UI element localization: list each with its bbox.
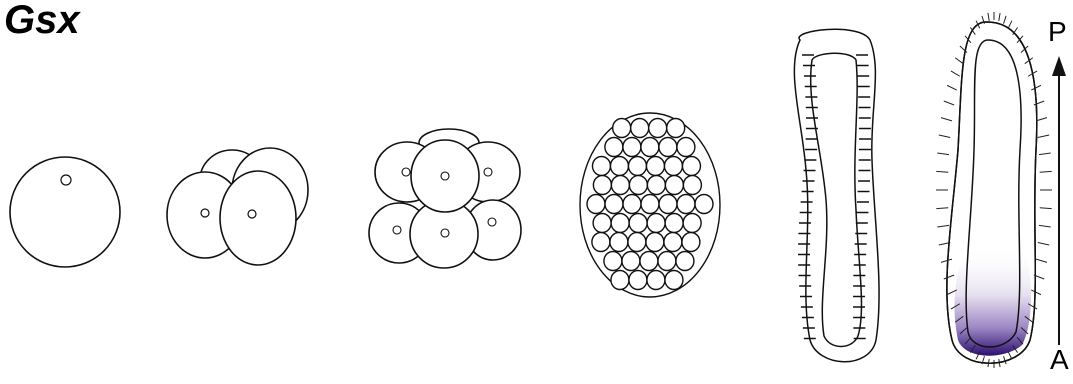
blastomere <box>629 176 647 195</box>
blastomere <box>676 252 694 271</box>
cilium <box>939 135 950 137</box>
blastomere <box>683 214 701 233</box>
cilium <box>1038 135 1049 137</box>
cilium <box>936 171 948 172</box>
cilium <box>1038 243 1049 245</box>
blastomere <box>611 176 629 195</box>
zygote-stage <box>10 157 120 267</box>
blastomere <box>665 176 683 195</box>
blastomere <box>628 157 646 176</box>
blastomere <box>593 176 611 195</box>
cilium <box>1040 208 1052 209</box>
cilium <box>1004 16 1006 24</box>
cilium <box>1036 259 1047 262</box>
cilium <box>1039 225 1051 227</box>
blastomere <box>622 252 640 271</box>
anterior-label: A <box>1050 344 1069 376</box>
blastomere <box>683 176 701 195</box>
blastomere <box>664 157 682 176</box>
cilium <box>944 101 954 105</box>
blastomere <box>623 195 641 214</box>
blastomere <box>611 214 629 233</box>
blastomere <box>592 233 610 252</box>
blastomere <box>610 233 628 252</box>
cilium <box>1039 153 1051 155</box>
blastomere <box>646 233 664 252</box>
blastomere <box>631 119 649 138</box>
blastomere <box>682 233 700 252</box>
blastomere <box>593 214 611 233</box>
eight-cell-stage <box>369 129 521 268</box>
blastomere <box>641 195 659 214</box>
blastomere <box>605 195 623 214</box>
blastomere <box>613 119 631 138</box>
blastomere <box>641 138 659 157</box>
cilium <box>947 85 957 90</box>
blastomere <box>623 138 641 157</box>
blastomere <box>629 214 647 233</box>
gastrula-stage <box>794 29 879 361</box>
blastomere <box>665 271 683 290</box>
blastomere <box>611 271 629 290</box>
blastomere <box>682 157 700 176</box>
ap-axis-arrow <box>1052 56 1066 345</box>
cilium <box>988 13 989 21</box>
blastomere <box>677 195 695 214</box>
cilium <box>937 153 949 155</box>
cilium <box>1008 21 1012 29</box>
blastomere <box>640 252 658 271</box>
blastomere <box>658 252 676 271</box>
blastomere <box>646 157 664 176</box>
blastomere <box>647 214 665 233</box>
blastomere <box>649 119 667 138</box>
blastomere <box>628 233 646 252</box>
four-cell-stage <box>167 148 308 265</box>
blastomere <box>592 157 610 176</box>
blastomere <box>610 157 628 176</box>
cilium <box>941 118 952 121</box>
blastomere <box>659 195 677 214</box>
cilium <box>1036 118 1047 121</box>
posterior-label: P <box>1048 16 1067 48</box>
blastomere <box>647 271 665 290</box>
blastomere <box>629 271 647 290</box>
cilium <box>955 58 963 64</box>
blastomere <box>667 119 685 138</box>
blastomere <box>647 176 665 195</box>
blastomere <box>604 252 622 271</box>
cilium <box>937 225 949 227</box>
blastomere <box>695 195 713 214</box>
cilium <box>1040 171 1052 172</box>
blastomere <box>587 195 605 214</box>
blastomere <box>665 214 683 233</box>
planula-larva-stage <box>947 22 1037 363</box>
blastula-stage <box>580 113 720 297</box>
blastomere <box>605 138 623 157</box>
blastomere <box>677 138 695 157</box>
cilium <box>999 13 1000 21</box>
cilium <box>936 208 948 209</box>
blastomere <box>659 138 677 157</box>
cilium <box>951 71 960 76</box>
blastomere <box>664 233 682 252</box>
